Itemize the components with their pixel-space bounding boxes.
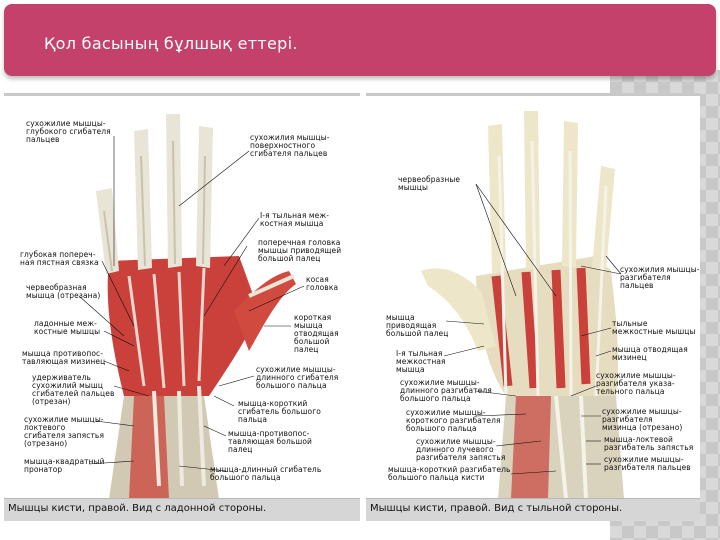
- caption-bar-right: Мышцы кисти, правой. Вид с тыльной сторо…: [366, 498, 700, 521]
- label-flexor-retinaculum: удерживатель сухожилий мышц сгибателей п…: [32, 373, 115, 406]
- anatomy-figure: сухожилие мышцы- глубокого сгибателя пал…: [0, 93, 700, 521]
- label-extensor-digitorum-tendons: сухожилия мышцы- разгибателя пальцев: [620, 265, 700, 290]
- label-flexor-pollicis-longus-tendon: сухожилие мышцы- длинного сгибателя боль…: [256, 365, 339, 390]
- palmar-hand-illustration: [78, 114, 305, 499]
- dorsal-view-panel: червеобразные мышцы сухожилия мышцы- раз…: [366, 93, 700, 521]
- label-extensor-pollicis-longus-tendon: сухожилие мышцы- длинного разгибателя бо…: [400, 378, 492, 403]
- slide-title: Қол басының бұлшық еттері.: [44, 34, 298, 53]
- label-lumbricals: червеобразные мышцы: [398, 175, 461, 192]
- label-lumbrical-cut: червеобразная мышца (отрезана): [26, 283, 101, 300]
- label-extensor-pollicis-brevis: мышца-короткий разгибатель большого паль…: [388, 465, 511, 482]
- label-extensor-digiti-minimi-tendon: сухожилие мышцы- разгибателя мизинца (от…: [602, 407, 683, 432]
- caption-right: Мышцы кисти, правой. Вид с тыльной сторо…: [370, 503, 623, 514]
- label-deep-flexor-tendon: сухожилие мышцы- глубокого сгибателя пал…: [26, 119, 111, 144]
- label-transverse-head-adductor: поперечная головка мышцы приводящей боль…: [258, 238, 342, 263]
- palmar-view-panel: сухожилие мышцы- глубокого сгибателя пал…: [4, 93, 360, 521]
- label-extensor-digitorum-tendon: сухожилие мышцы- разгибателя пальцев: [604, 455, 691, 472]
- dorsal-hand-illustration: [421, 111, 624, 499]
- label-first-dorsal-interosseous: I-я тыльная меж- костная мышца: [260, 211, 330, 228]
- label-flexor-pollicis-brevis: мышца-короткий сгибатель большого пальца: [238, 399, 321, 424]
- label-flexor-pollicis-longus: мышца-длинный сгибатель большого пальца: [210, 465, 322, 482]
- label-palmar-interossei: ладонные меж- костные мышцы: [34, 319, 101, 336]
- label-deep-transverse-ligament: глубокая попереч- ная пястная связка: [20, 250, 99, 267]
- label-adductor-pollicis: мышца приводящая большой палец: [386, 313, 449, 338]
- label-first-dorsal-interosseous: I-я тыльная межкостная мышца: [396, 349, 446, 374]
- label-opponens-digiti-minimi: мышца противопос- тавляющая мизинец: [22, 349, 106, 366]
- label-extensor-carpi-ulnaris: мышца-локтевой разгибатель запястья: [604, 435, 694, 452]
- label-dorsal-interossei: тыльные межкостные мышцы: [612, 319, 696, 336]
- label-opponens-pollicis: мышца-противопос- тавляющая большой пале…: [228, 429, 313, 454]
- caption-bar-left: Мышцы кисти, правой. Вид с ладонной стор…: [4, 498, 360, 521]
- label-extensor-pollicis-brevis-tendon: сухожилие мышцы- короткого разгибателя б…: [406, 408, 501, 433]
- label-oblique-head: косая головка: [306, 275, 339, 292]
- label-pronator-quadratus: мышца-квадратный пронатор: [24, 457, 105, 474]
- label-flexor-carpi-ulnaris-tendon: сухожилие мышцы- локтевого сгибателя зап…: [24, 415, 105, 448]
- label-extensor-carpi-radialis-longus-tendon: сухожилие мышцы- длинного лучевого разги…: [416, 437, 506, 462]
- caption-left: Мышцы кисти, правой. Вид с ладонной стор…: [8, 503, 267, 514]
- label-abductor-digiti-minimi: мышца отводящая мизинец: [612, 345, 688, 362]
- label-superficial-flexor-tendons: сухожилия мышцы- поверхностного сгибател…: [250, 133, 330, 158]
- label-abductor-pollicis-brevis: короткая мышца отводящая большой палец: [294, 313, 339, 354]
- title-bar: Қол басының бұлшық еттері.: [4, 4, 716, 76]
- label-extensor-indicis-tendon: сухожилие мышцы- разгибателя указа- тель…: [596, 371, 676, 396]
